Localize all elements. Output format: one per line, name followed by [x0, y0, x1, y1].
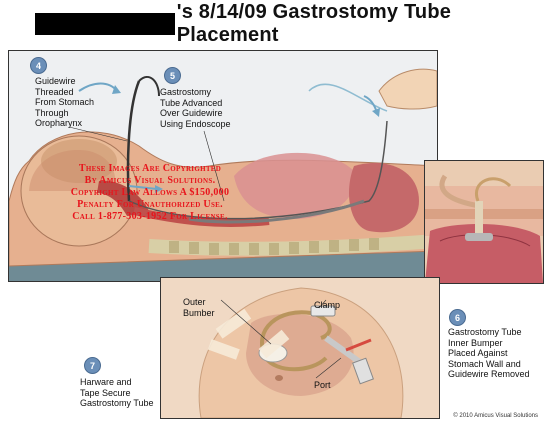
step-5-label: Gastrostomy Tube Advanced Over Guidewire… — [160, 87, 231, 129]
step-7-label: Harware and Tape Secure Gastrostomy Tube — [80, 377, 154, 408]
sagittal-illustration — [9, 51, 437, 281]
watermark-line: These Images Are Copyrighted — [78, 163, 222, 174]
copyright-watermark: These Images Are Copyrighted By Amicus V… — [30, 163, 270, 223]
page-title: 's 8/14/09 Gastrostomy Tube Placement — [176, 1, 452, 46]
outer-bumper-callout: Outer Bumber — [183, 297, 215, 318]
step-4-badge: 4 — [30, 57, 47, 74]
stomach-closeup-illustration — [425, 161, 543, 283]
watermark-line: Call 1-877-303-1952 For License. — [72, 211, 228, 222]
footer-copyright: © 2010 Amicus Visual Solutions — [453, 413, 538, 419]
abdomen-illustration — [161, 278, 439, 418]
title-bar: 's 8/14/09 Gastrostomy Tube Placement — [35, 1, 550, 46]
watermark-line: By Amicus Visual Solutions. — [84, 175, 216, 186]
redacted-name-block — [35, 13, 175, 35]
step-6-badge: 6 — [449, 309, 466, 326]
step-6-label: Gastrostomy Tube Inner Bumper Placed Aga… — [448, 327, 530, 379]
watermark-line: Penalty For Unauthorized Use. — [77, 199, 223, 210]
step-7-badge: 7 — [84, 357, 101, 374]
port-callout: Port — [314, 380, 331, 390]
clamp-callout: Clamp — [314, 300, 341, 310]
step-4-label: Guidewire Threaded From Stomach Through … — [35, 76, 95, 128]
stomach-closeup-panel — [424, 160, 544, 284]
abdomen-panel — [160, 277, 440, 419]
watermark-line: Copyright Law Allows A $150,000 — [70, 187, 230, 198]
sagittal-illustration-panel — [8, 50, 438, 282]
step-5-badge: 5 — [164, 67, 181, 84]
